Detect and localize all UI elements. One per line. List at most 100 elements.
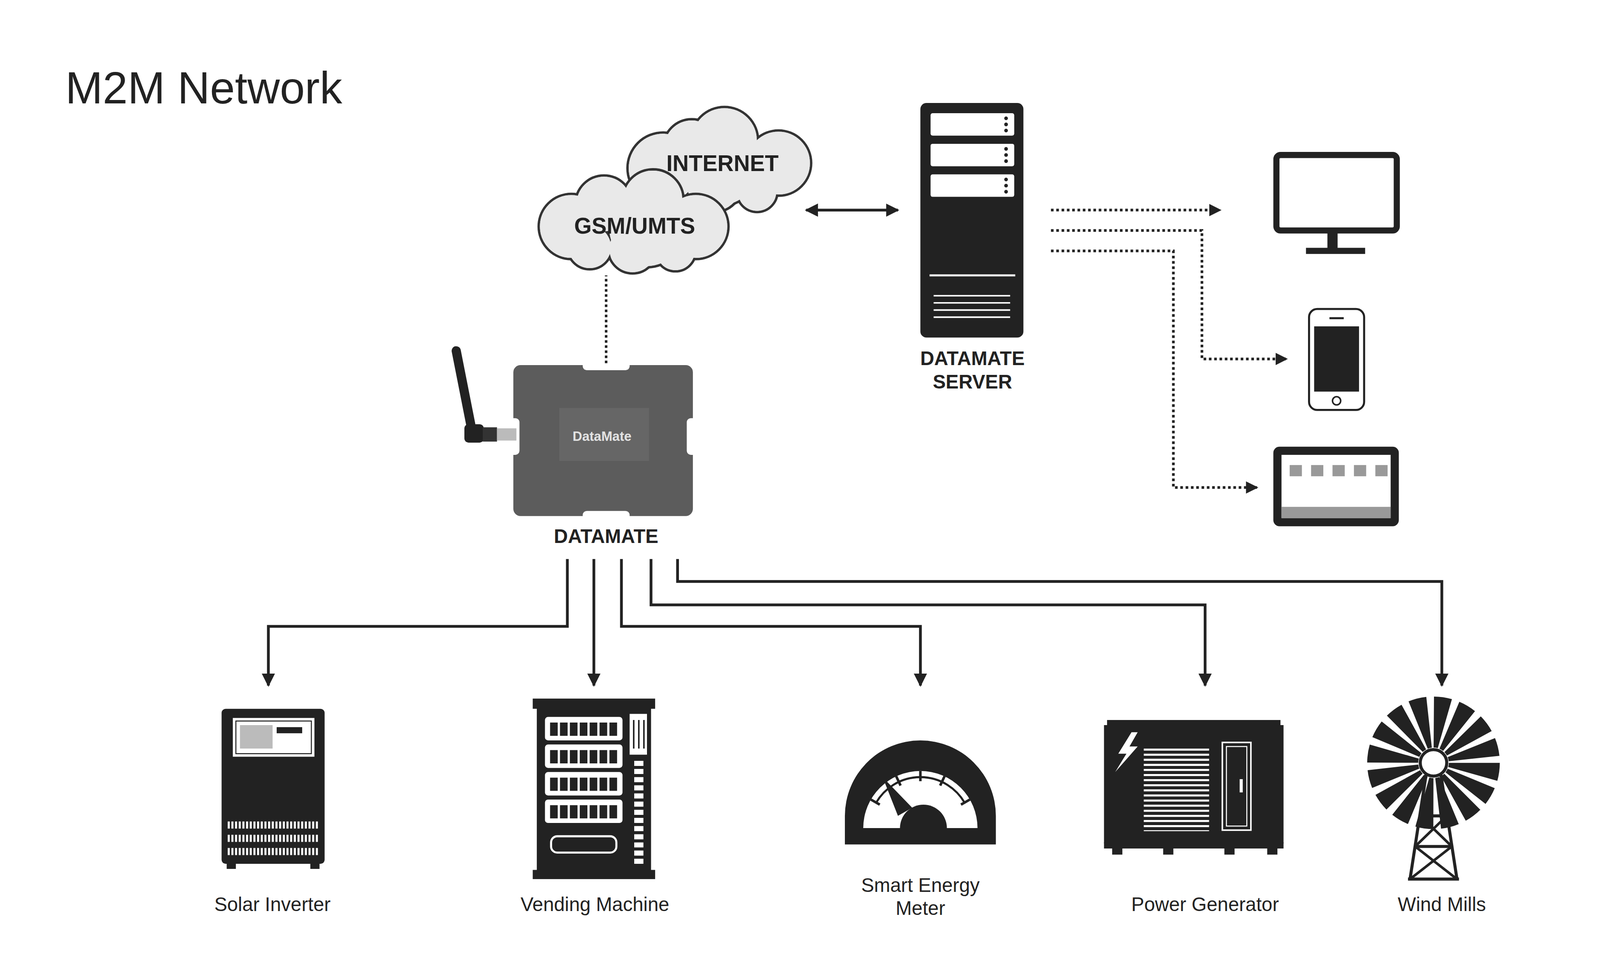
display-bar [276, 727, 303, 734]
shelf [544, 772, 623, 796]
vent-line [933, 316, 1011, 319]
products [549, 750, 619, 764]
equipment-node: Wind Mills [1370, 685, 1514, 921]
tower-brace [1415, 846, 1457, 880]
windmill-icon [1392, 722, 1475, 880]
shelf [544, 799, 623, 824]
panel-line [632, 720, 635, 749]
phone-screen [1313, 326, 1359, 392]
generator-vents [1143, 748, 1209, 832]
display-panel [240, 725, 273, 749]
generator-door [1222, 742, 1251, 831]
dotted-arrow [1050, 251, 1257, 488]
led-dot [1004, 183, 1008, 188]
inverter-body [221, 709, 325, 865]
node-label: Solar Inverter [195, 893, 350, 917]
server-node: DATAMATE SERVER [898, 97, 1048, 401]
connector-arrow [592, 559, 596, 686]
tower-brace [1410, 846, 1452, 880]
generator-foot [1163, 847, 1174, 856]
device-node: DataMateDATAMATE [449, 363, 705, 559]
led-dot [1004, 153, 1008, 158]
windmill-blades [1392, 722, 1475, 805]
products [549, 722, 619, 736]
machine-base [532, 870, 656, 880]
generator-body [1104, 725, 1284, 844]
connector-arrow [650, 559, 1206, 686]
node-label: Vending Machine [503, 893, 687, 917]
tower-brace [1415, 845, 1452, 849]
coin-panel [629, 714, 647, 756]
app-tile [1375, 465, 1388, 477]
solar-inverter-icon [221, 709, 325, 870]
connector-arrow [268, 559, 567, 686]
app-tile [1289, 465, 1303, 477]
antenna-joint [464, 424, 484, 443]
panel-line [638, 720, 640, 749]
server-divider [929, 274, 1016, 277]
dial-tick [918, 771, 922, 782]
drive-bay [930, 143, 1015, 167]
device-notch [582, 511, 630, 522]
button-column [634, 761, 644, 865]
dial-tick [896, 776, 901, 786]
inverter-foot [226, 863, 237, 870]
cloud-node: GSM/UMTS [534, 169, 735, 276]
drive-bay [930, 174, 1015, 198]
led-dot [1004, 147, 1008, 152]
meter-needle [882, 777, 913, 816]
equipment-node: Solar Inverter [195, 685, 350, 921]
server-icon [920, 103, 1024, 338]
panel-line [643, 720, 645, 749]
monitor-icon [1276, 154, 1397, 254]
app-tile [1332, 465, 1346, 477]
generator-icon [1104, 720, 1284, 855]
node-label: DataMate [551, 428, 654, 445]
energy-meter-icon [844, 740, 997, 845]
phone-speaker [1329, 317, 1344, 320]
node-label: DATAMATE [503, 525, 708, 549]
vent-line [933, 309, 1011, 312]
equipment-node: Vending Machine [503, 685, 687, 921]
generator-foot [1267, 847, 1278, 856]
vent-grille [227, 835, 320, 843]
connector-arrow [677, 559, 1443, 686]
door-panel [1226, 746, 1247, 827]
connector-arrow [621, 559, 921, 686]
antenna-connector [497, 428, 517, 441]
server-body [920, 103, 1024, 338]
vent-grille [227, 821, 320, 830]
antenna [456, 350, 472, 429]
dial-tick [870, 799, 880, 805]
device-body [513, 365, 693, 517]
app-tile [1310, 465, 1324, 477]
windmill-hub [1420, 749, 1447, 777]
machine-top [532, 698, 656, 710]
node-label: GSM/UMTS [534, 212, 735, 240]
dial-tick [940, 776, 945, 786]
tablet-screen [1281, 455, 1391, 519]
generator-base [1104, 842, 1284, 849]
door-handle [1239, 779, 1243, 793]
led-dot [1004, 177, 1008, 182]
drive-bay [930, 113, 1015, 136]
tower-brace [1408, 877, 1460, 881]
products [549, 777, 619, 791]
generator-foot [1112, 847, 1123, 856]
led-dot [1004, 122, 1008, 127]
datamate-device [456, 350, 699, 521]
dotted-arrow [1050, 208, 1221, 212]
equipment-node: Power Generator [1103, 685, 1308, 921]
node-label: Smart Energy Meter [849, 874, 993, 921]
monitor-base [1305, 247, 1366, 254]
tablet-bar [1281, 506, 1391, 519]
node-label: DATAMATE SERVER [898, 347, 1048, 394]
vent-line [933, 294, 1011, 297]
tablet-body [1273, 446, 1400, 527]
machine-body [536, 707, 651, 873]
phone-body [1308, 309, 1364, 410]
device-notch [686, 418, 699, 456]
vending-machine-icon [532, 698, 656, 880]
monitor-screen [1276, 154, 1397, 231]
